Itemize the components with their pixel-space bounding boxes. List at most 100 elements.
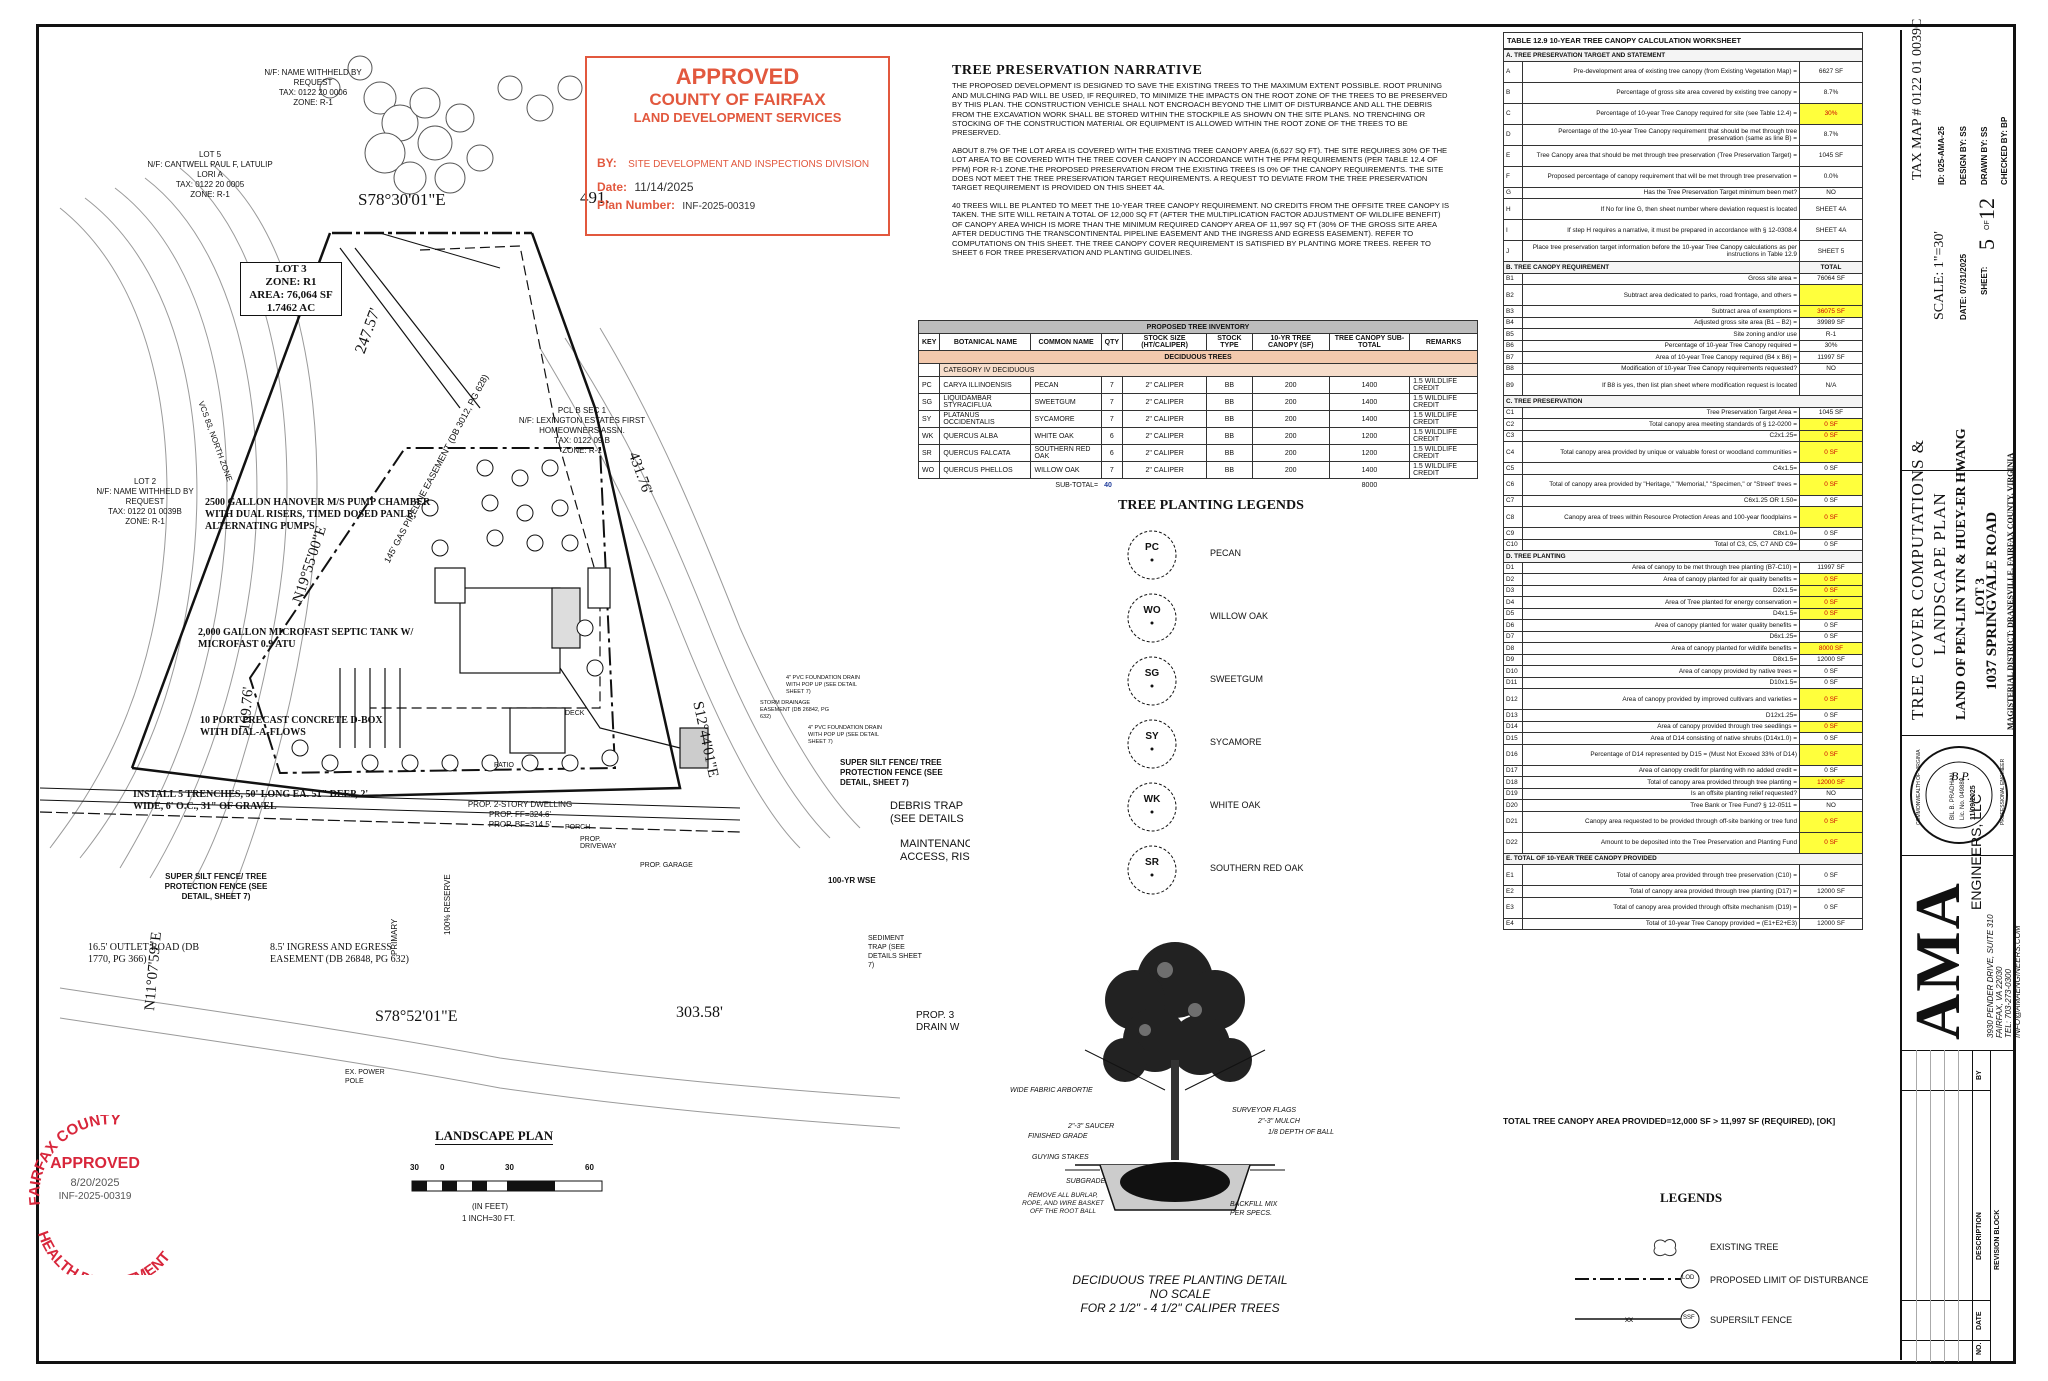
health-dept-stamp: FAIRFAX COUNTY HEALTH DEPARTMENT APPROVE… xyxy=(20,1115,195,1275)
narrative-title: TREE PRESERVATION NARRATIVE xyxy=(952,63,1203,78)
narrative-paragraph-1: THE PROPOSED DEVELOPMENT IS DESIGNED TO … xyxy=(952,81,1448,138)
worksheet-footer: TOTAL TREE CANOPY AREA PROVIDED=12,000 S… xyxy=(1503,1116,1836,1126)
narrative-paragraph-2: ABOUT 8.7% OF THE LOT AREA IS COVERED WI… xyxy=(952,145,1448,193)
trenches-note: INSTALL 5 TRENCHES, 50' LONG EA. 51" DEE… xyxy=(133,789,369,812)
approval-date-label: Date: xyxy=(597,180,628,194)
approval-stamp: APPROVED COUNTY OF FAIRFAX LAND DEVELOPM… xyxy=(585,56,890,236)
worksheet-cell-desc: Tree Canopy area that should be met thro… xyxy=(1522,144,1800,167)
worksheet-cell-desc: Place tree preservation target informati… xyxy=(1522,240,1800,262)
worksheet-cell-key: C7 xyxy=(1503,494,1523,507)
worksheet-cell-desc: Percentage of the 10-year Tree Canopy re… xyxy=(1522,123,1800,146)
lot2b-owner-label: N/F: NAME WITHHELD BY REQUEST xyxy=(96,487,194,506)
worksheet-cell-key: B xyxy=(1503,81,1523,104)
scale-tick-30a: 30 xyxy=(410,1163,419,1172)
worksheet-cell-desc: Site zoning and/or use xyxy=(1522,328,1800,341)
planted-tree-icon xyxy=(1127,656,1177,706)
worksheet-section-header: E. TOTAL OF 10-YEAR TREE CANOPY PROVIDED xyxy=(1503,852,1863,865)
scale-tick-60: 60 xyxy=(585,1163,594,1172)
maintenance-label: MAINTENANC ACCESS, RIS xyxy=(900,838,970,863)
sediment-trap-label: SEDIMENT TRAP (SEE DETAILS SHEET 7) xyxy=(868,935,922,969)
inventory-cell: 2" CALIPER xyxy=(1122,393,1208,411)
lot3-label-box: LOT 3 ZONE: R1 AREA: 76,064 SF 1.7462 AC xyxy=(240,262,342,316)
worksheet-cell-desc: D4x1.5= xyxy=(1522,607,1800,620)
inventory-cell: 200 xyxy=(1251,376,1330,394)
worksheet-cell-value: NO xyxy=(1799,787,1863,800)
lod-line-icon xyxy=(1575,1269,1700,1289)
worksheet-cell-key: D12 xyxy=(1503,688,1523,710)
worksheet-cell-desc: Percentage of 10-year Tree Canopy requir… xyxy=(1522,102,1800,125)
design-by-label: DESIGN BY: SS xyxy=(1959,126,1968,185)
worksheet-cell-value: 36075 SF xyxy=(1799,305,1863,318)
inventory-cell: 6 xyxy=(1100,444,1124,462)
planting-legend-name: WILLOW OAK xyxy=(1210,611,1269,621)
seal-name: BIL B. PRADHAN xyxy=(1950,772,1956,820)
worksheet-cell-value: 8000 SF xyxy=(1799,642,1863,655)
planting-legends-title: TREE PLANTING LEGENDS xyxy=(1118,498,1304,513)
worksheet-cell-value: 0 SF xyxy=(1799,676,1863,689)
worksheet-cell-key: E1 xyxy=(1503,864,1523,886)
worksheet-cell-key: D11 xyxy=(1503,676,1523,689)
inventory-cell: WK xyxy=(917,427,941,445)
worksheet-section-header: D. TREE PLANTING xyxy=(1503,550,1863,563)
worksheet-cell-value: 12000 SF xyxy=(1799,917,1863,930)
worksheet-cell-key: D10 xyxy=(1503,665,1523,678)
inventory-cell: 7 xyxy=(1100,461,1124,479)
worksheet-cell-desc: C6x1.25 OR 1.50= xyxy=(1522,494,1800,507)
worksheet-cell-key: E4 xyxy=(1503,917,1523,930)
worksheet-cell-desc: C4x1.5= xyxy=(1522,462,1800,475)
detail-arbortie-label: WIDE FABRIC ARBORTIE xyxy=(1010,1087,1093,1094)
worksheet-cell-desc: Canopy area of trees within Resource Pro… xyxy=(1522,506,1800,528)
scale-ratio-label: 1 INCH=30 FT. xyxy=(462,1214,516,1223)
inventory-cell: 6 xyxy=(1100,427,1124,445)
worksheet-cell-key: B1 xyxy=(1503,272,1523,285)
worksheet-cell-desc: Gross site area = xyxy=(1522,272,1800,285)
worksheet-cell-key: C3 xyxy=(1503,429,1523,442)
worksheet-cell-value: 11997 SF xyxy=(1799,351,1863,364)
worksheet-cell-desc: Tree Bank or Tree Fund? § 12-0511 = xyxy=(1522,799,1800,812)
worksheet-cell-key: D xyxy=(1503,123,1523,146)
detail-subgrade-label: SUBGRADE xyxy=(1066,1178,1106,1185)
worksheet-cell-desc: Total of canopy area provided by "Herita… xyxy=(1522,473,1800,496)
inventory-header-cell: QTY xyxy=(1100,333,1124,351)
worksheet-cell-key: B7 xyxy=(1503,351,1523,364)
worksheet-cell-key: D6 xyxy=(1503,619,1523,632)
canopy-worksheet: TABLE 12.9 10-YEAR TREE CANOPY CALCULATI… xyxy=(1503,32,1863,930)
inventory-header-cell: KEY xyxy=(917,333,941,351)
prop-drain-label: PROP. 3 DRAIN W xyxy=(916,1010,960,1033)
worksheet-title: TABLE 12.9 10-YEAR TREE CANOPY CALCULATI… xyxy=(1503,32,1863,49)
svg-text:xx: xx xyxy=(1625,1315,1633,1324)
worksheet-cell-key: D14 xyxy=(1503,720,1523,733)
revision-no-header: NO. xyxy=(1976,1342,1983,1355)
worksheet-cell-key: D2 xyxy=(1503,573,1523,586)
planting-legend-code: WK xyxy=(1143,794,1161,805)
worksheet-cell-desc: Area of 10-year Tree Canopy required (B4… xyxy=(1522,351,1800,364)
tax-map-label: TAX MAP # 0122 01 0039C xyxy=(1910,18,1925,180)
worksheet-cell-desc: D2x1.5= xyxy=(1522,584,1800,597)
worksheet-cell-key: C8 xyxy=(1503,506,1523,528)
firm-phone: TEL: 703-273-0300 xyxy=(2004,969,2013,1038)
worksheet-cell-desc: Total of 10-year Tree Canopy provided = … xyxy=(1522,917,1800,930)
approval-county: COUNTY OF FAIRFAX xyxy=(649,90,826,109)
worksheet-cell-key: C10 xyxy=(1503,538,1523,551)
pcl-tax-label: TAX: 0122 09 B xyxy=(554,436,610,445)
detail-caption-3: FOR 2 1/2" - 4 1/2" CALIPER TREES xyxy=(1080,1301,1280,1315)
sheet-of-label: OF xyxy=(1984,220,1991,230)
lot2-tax-label: TAX: 0122 20 0006 xyxy=(278,88,348,97)
inventory-cell: 1.5 WILDLIFE CREDIT xyxy=(1409,410,1478,428)
firm-address-1: 3930 PENDER DRIVE, SUITE 310 xyxy=(1986,914,1995,1038)
planted-tree-icon xyxy=(1127,593,1177,643)
firm-logo: AMA xyxy=(1902,881,1973,1040)
